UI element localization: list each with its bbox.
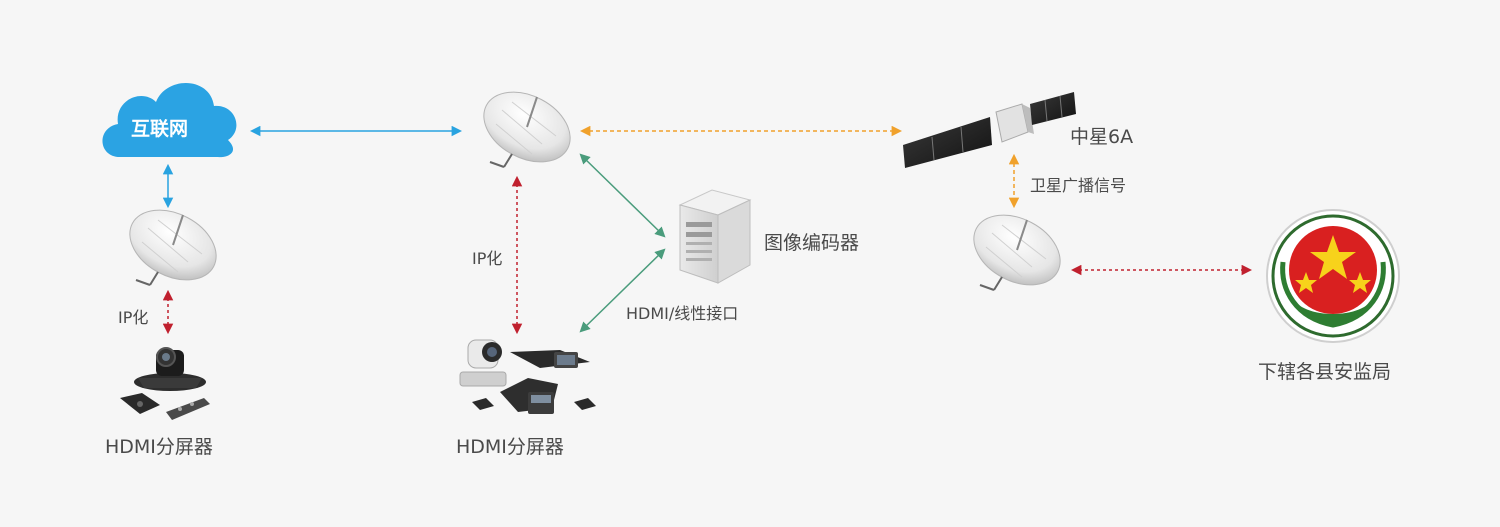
hdmi-splitter-label-left: HDMI分屏器	[105, 436, 213, 458]
satellite-dish-icon	[129, 209, 217, 286]
hdmi-interface-label: HDMI/线性接口	[626, 304, 739, 323]
encoder-link-arrow	[579, 153, 666, 238]
internet-cloud-icon	[102, 82, 237, 158]
county-bureaus-label: 下辖各县安监局	[1258, 361, 1392, 383]
cloud-label: 互联网	[131, 118, 189, 140]
ip-label-middle: IP化	[472, 249, 503, 268]
satellite-dish-icon	[973, 214, 1061, 291]
satellite-icon	[903, 92, 1076, 168]
encoder-label: 图像编码器	[764, 232, 860, 254]
hdmi-link-arrow	[579, 248, 666, 333]
satellite-label: 中星6A	[1070, 126, 1134, 148]
satellite-dish-icon	[483, 91, 571, 168]
hdmi-splitter-label-middle: HDMI分屏器	[456, 436, 564, 458]
image-encoder-server-icon	[678, 189, 752, 284]
work-safety-emblem-icon	[1266, 209, 1400, 343]
ip-label-left: IP化	[118, 308, 149, 327]
video-conference-system-icon	[459, 339, 596, 414]
satellite-signal-label: 卫星广播信号	[1030, 176, 1127, 195]
video-conference-camera-icon	[120, 347, 210, 420]
